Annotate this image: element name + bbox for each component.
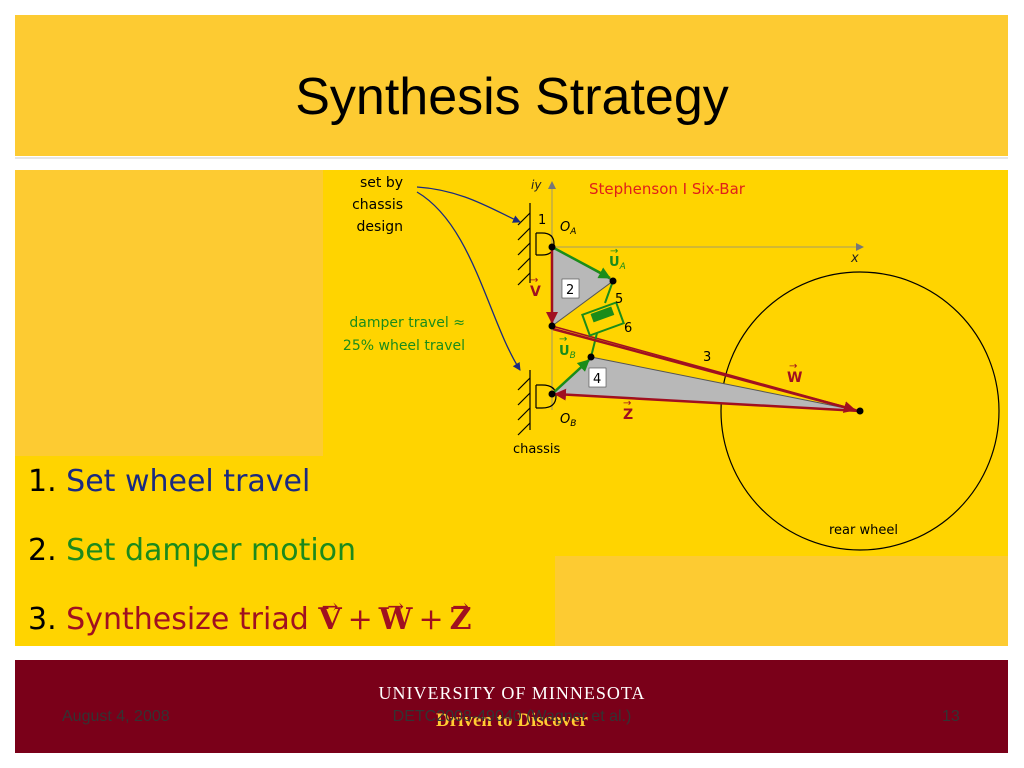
label-ua-arrow: →	[610, 246, 618, 257]
vector-z-term-letter: Z	[449, 602, 472, 637]
rear-wheel-label: rear wheel	[829, 523, 898, 538]
title-divider	[15, 157, 1008, 159]
damper-note-line-1: damper travel ≈	[349, 315, 465, 331]
set-by-note-line-2: chassis	[352, 197, 403, 213]
label-ub-arrow: →	[559, 334, 567, 345]
label-w: W	[787, 370, 802, 386]
linkage-diagram: iy x Stephenson I Six-Bar rear wheel	[343, 175, 1000, 551]
slide-title: Synthesis Strategy	[295, 68, 729, 126]
step-2-text: Set damper motion	[66, 533, 357, 568]
footer-band	[15, 660, 1008, 753]
vector-w-term-arrow: →	[387, 594, 404, 618]
label-6: 6	[624, 321, 632, 336]
label-w-arrow: →	[789, 361, 797, 372]
plus-sign-1: +	[347, 602, 373, 637]
vector-z-term-arrow: →	[452, 594, 469, 618]
damper-note-line-2: 25% wheel travel	[343, 338, 465, 354]
step-3: 3. Synthesize triad →V+→W+→Z	[28, 594, 472, 640]
step-2: 2. Set damper motion	[28, 531, 356, 571]
footer-reference: DETC2008-49040 (Wagner et al.)	[392, 708, 632, 725]
set-by-arrow-top	[416, 186, 521, 223]
label-ob: OB	[560, 412, 576, 429]
set-by-note-line-1: set by	[360, 175, 403, 191]
vector-z-term: →Z	[449, 594, 472, 640]
step-1-text: Set wheel travel	[66, 464, 311, 499]
vector-v-term-letter: V	[318, 602, 342, 637]
step-3-text: Synthesize triad	[66, 602, 309, 637]
step-1: 1. Set wheel travel	[28, 462, 310, 502]
label-3: 3	[703, 350, 711, 365]
label-4-box	[588, 367, 607, 388]
footer-date: August 4, 2008	[62, 708, 170, 725]
label-2-box	[561, 278, 580, 299]
label-z: Z	[623, 407, 633, 423]
vector-w	[552, 327, 856, 413]
label-4: 4	[593, 372, 601, 387]
figure-heading: Stephenson I Six-Bar	[589, 180, 746, 198]
axis-x-label: x	[850, 251, 859, 266]
axis-iy-label: iy	[531, 178, 542, 192]
page-number: 13	[942, 708, 960, 725]
ground-bottom	[517, 370, 557, 436]
step-1-number: 1.	[28, 464, 57, 499]
vector-ua	[551, 245, 611, 280]
damper	[581, 280, 625, 358]
label-5: 5	[615, 292, 623, 307]
label-z-arrow: →	[623, 398, 631, 409]
university-wordmark: UNIVERSITY OF MINNESOTA	[378, 683, 646, 703]
plus-sign-2: +	[418, 602, 444, 637]
label-v: V	[530, 284, 541, 300]
vector-w-term: →W	[378, 594, 413, 640]
set-by-note-line-3: design	[357, 219, 403, 235]
rear-wheel-circle	[720, 271, 1000, 551]
vector-ub	[551, 359, 590, 395]
label-2: 2	[566, 283, 574, 298]
step-2-number: 2.	[28, 533, 57, 568]
vector-w-term-letter: W	[378, 602, 413, 637]
chassis-label: chassis	[513, 442, 561, 457]
vector-v-term-arrow: →	[321, 594, 339, 618]
set-by-arrow-bottom	[416, 191, 521, 371]
label-1: 1	[538, 213, 546, 228]
label-ub: UB	[559, 344, 576, 361]
label-ua: UA	[609, 255, 626, 272]
joints	[548, 243, 864, 415]
label-oa: OA	[560, 220, 576, 237]
vector-v-term: →V	[318, 594, 342, 640]
title-band	[15, 15, 1008, 156]
step-3-number: 3.	[28, 602, 57, 637]
label-v-arrow: →	[530, 275, 538, 286]
steps-box	[15, 456, 555, 646]
vector-z	[554, 388, 861, 413]
university-tagline: Driven to Discover	[436, 710, 588, 731]
ground-top	[517, 203, 555, 286]
